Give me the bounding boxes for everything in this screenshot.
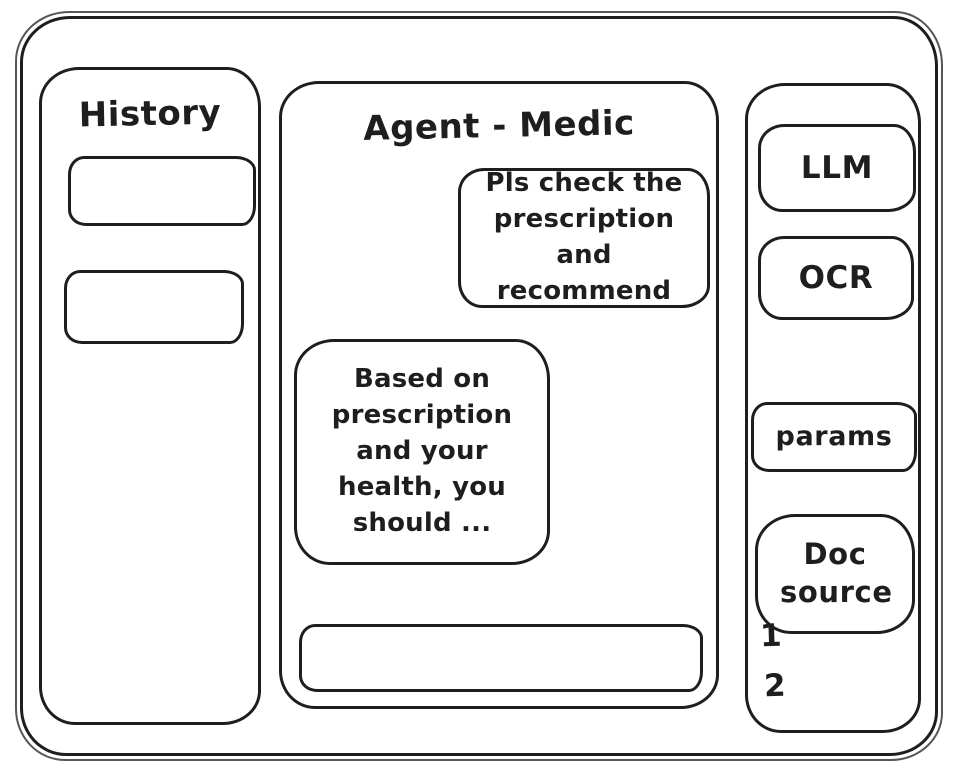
ocr-button[interactable]: OCR [758, 236, 914, 320]
doc-source-button[interactable]: Doc source [755, 514, 915, 634]
chat-input[interactable] [299, 624, 703, 692]
chat-panel: Agent - Medic Pls check the prescription… [279, 81, 719, 709]
chat-message-assistant: Based on prescription and your health, y… [294, 339, 550, 565]
llm-button[interactable]: LLM [758, 124, 916, 212]
doc-source-item-2[interactable]: 2 [763, 667, 787, 705]
assistant-message-text: Based on prescription and your health, y… [331, 364, 513, 538]
window-frame: History Agent - Medic Pls check the pres… [15, 11, 943, 761]
history-item[interactable] [64, 270, 244, 344]
history-title: History [78, 92, 222, 136]
tools-panel: LLM OCR params Doc source 1 2 [745, 83, 921, 733]
doc-source-label: Doc source [780, 537, 893, 609]
chat-title: Agent - Medic [362, 103, 636, 149]
user-message-text: Pls check the prescription and recommend [485, 168, 683, 306]
doc-source-item-1[interactable]: 1 [759, 617, 783, 655]
history-panel: History [39, 67, 261, 725]
params-button[interactable]: params [751, 402, 917, 472]
chat-message-user: Pls check the prescription and recommend [458, 168, 710, 308]
history-item[interactable] [68, 156, 256, 226]
